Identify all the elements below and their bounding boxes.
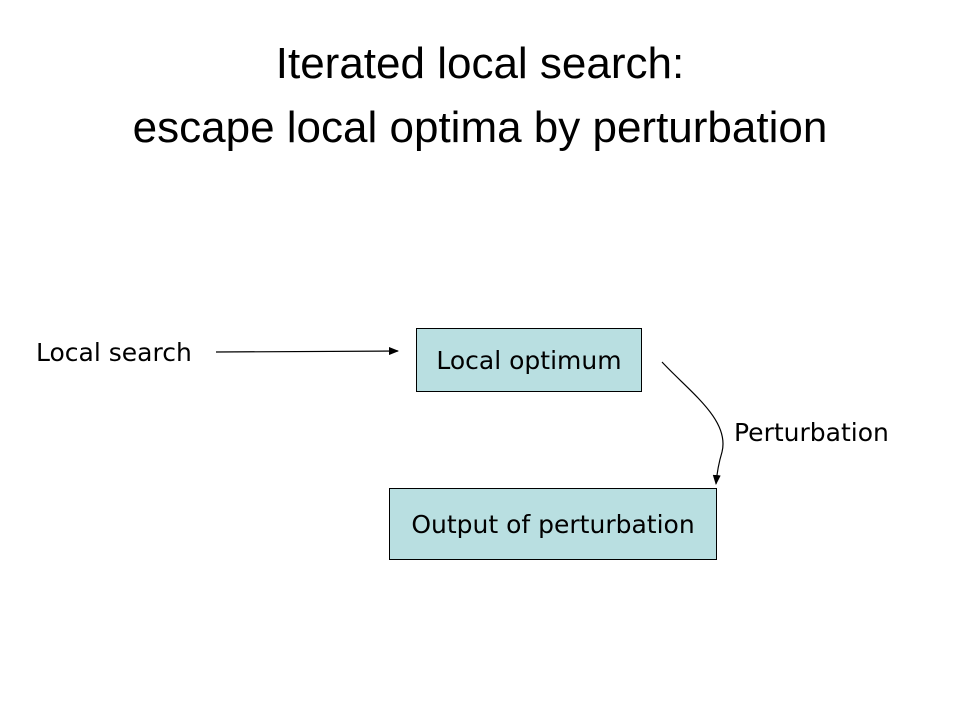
local-search-arrow — [215, 347, 399, 356]
title-line-2: escape local optima by perturbation — [132, 103, 828, 152]
local-search-label: Local search — [36, 338, 192, 367]
node-output-of-perturbation: Output of perturbation — [389, 488, 717, 560]
perturbation-label: Perturbation — [734, 418, 889, 447]
title-line-1: Iterated local search: — [275, 39, 685, 88]
perturbation-arrow — [661, 361, 724, 485]
node-local-optimum: Local optimum — [416, 328, 642, 392]
